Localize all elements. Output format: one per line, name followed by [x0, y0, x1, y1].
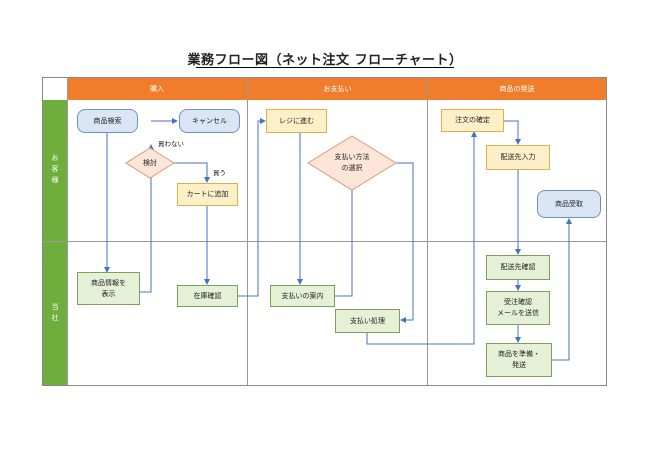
node-order-confirm: 注文の確定 — [441, 109, 504, 132]
swimlane-frame — [42, 77, 607, 386]
grid-line — [67, 78, 68, 385]
node-payment-guide: 支払いの案内 — [270, 285, 335, 307]
node-cancel: キャンセル — [179, 109, 240, 133]
branch-label-no-buy: 買わない — [158, 140, 184, 148]
node-shipping-check: 配送先確認 — [486, 255, 550, 280]
grid-line — [247, 78, 248, 385]
node-payment-process: 支払い処理 — [335, 309, 400, 333]
page-title: 業務フロー図（ネット注文 フローチャート） — [187, 53, 463, 68]
decision-payment-method — [307, 135, 397, 191]
branch-label-buy: 買う — [213, 169, 226, 177]
node-stock-check: 在庫確認 — [177, 285, 238, 307]
lane-divider — [43, 241, 606, 242]
node-receive: 商品受取 — [537, 190, 601, 218]
node-payment-method: 支払い方法 の選択 — [334, 153, 370, 172]
node-order-mail: 受注確認 メールを送信 — [486, 291, 550, 325]
decision-consider — [125, 147, 175, 179]
node-consider: 検討 — [143, 159, 157, 167]
column-header-payment: お支払い — [248, 78, 427, 100]
lane-label-company: 当社 — [43, 242, 67, 385]
grid-line — [427, 78, 428, 385]
node-add-to-cart: カートに追加 — [177, 183, 238, 206]
node-prepare-ship: 商品を準備・ 発送 — [486, 343, 552, 377]
title-underline — [196, 67, 454, 68]
column-header-shipping: 商品の発送 — [428, 78, 606, 100]
lane-label-customer: お客様 — [43, 100, 67, 241]
node-shipping-input: 配送先入力 — [486, 145, 550, 170]
node-to-register: レジに進む — [266, 109, 327, 133]
node-product-search: 商品検索 — [77, 109, 138, 133]
column-header-purchase: 購入 — [67, 78, 247, 100]
node-product-info: 商品情報を 表示 — [77, 272, 140, 305]
